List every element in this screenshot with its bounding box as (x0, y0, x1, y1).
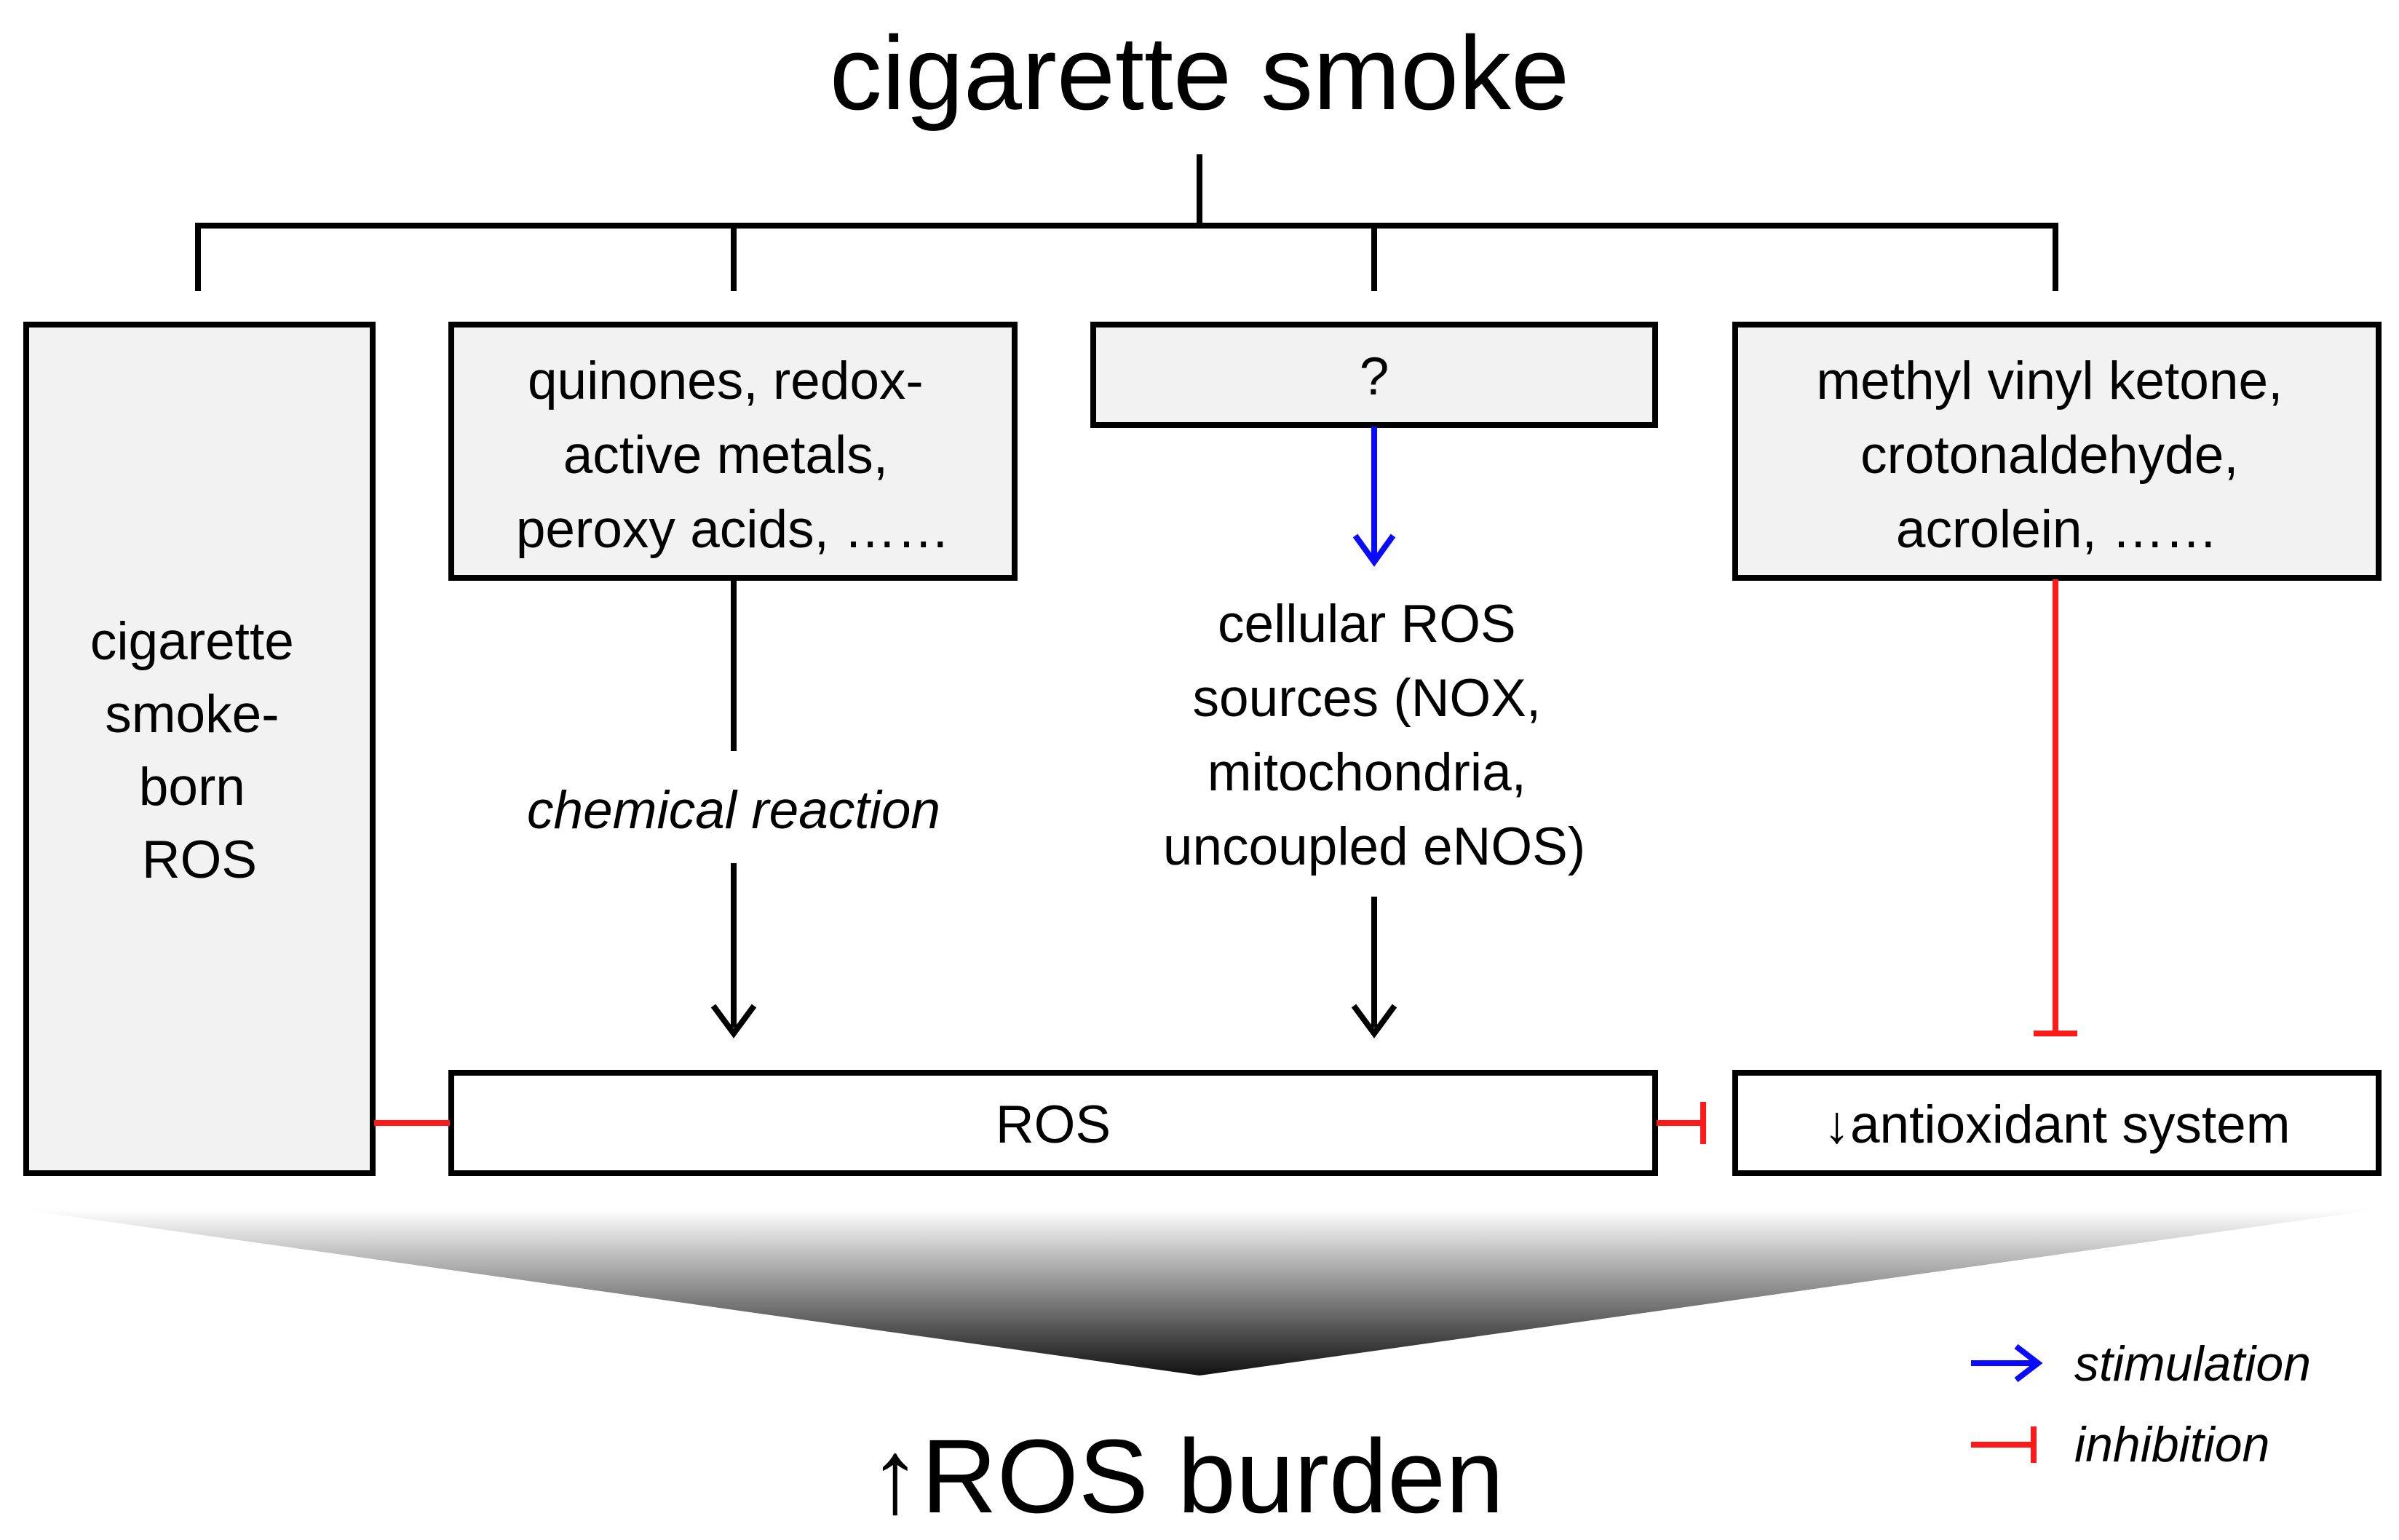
cellular-sources-label: cellular ROS sources (NOX, mitochondria,… (1163, 595, 1585, 876)
legend-inhibition-symbol (1971, 1426, 2037, 1463)
reaction-arrows (710, 579, 1397, 1039)
cellular-arrowhead (1351, 1004, 1397, 1039)
tree-connector (195, 154, 2058, 291)
ros-burden-text: ↑ROS burden (869, 1418, 1504, 1535)
aldehydes-label: methyl vinyl ketone, crotonaldehyde, acr… (1816, 352, 2297, 559)
antioxidant-label: ↓antioxidant system (1823, 1095, 2290, 1154)
aldehydes-box (1732, 322, 2382, 581)
ros-box (448, 1070, 1658, 1176)
oxidants-arrowhead (710, 1004, 757, 1039)
oxidants-label: quinones, redox- active metals, peroxy a… (516, 352, 950, 559)
smoke-born-ros-box (23, 322, 376, 1176)
legend-stimulation-arrow (1971, 1343, 2043, 1383)
burden-funnel (22, 1210, 2377, 1376)
legend: stimulation inhibition (1971, 1336, 2311, 1472)
title-text: cigarette smoke (830, 15, 1569, 132)
antioxidant-box (1732, 1070, 2382, 1176)
legend-inhibition-label: inhibition (2074, 1417, 2269, 1472)
unknown-box (1090, 322, 1658, 428)
ros-label: ROS (996, 1095, 1111, 1154)
inhibition-connectors (374, 579, 2077, 1144)
stimulation-arrow (1352, 426, 1396, 567)
oxidants-box (448, 322, 1018, 581)
node-boxes (23, 322, 2382, 1176)
chemical-reaction-label: chemical reaction (527, 781, 940, 840)
legend-stimulation-label: stimulation (2074, 1336, 2311, 1392)
unknown-label: ? (1360, 347, 1389, 406)
smoke-born-ros-label: cigarette smoke- born ROS (90, 612, 309, 889)
